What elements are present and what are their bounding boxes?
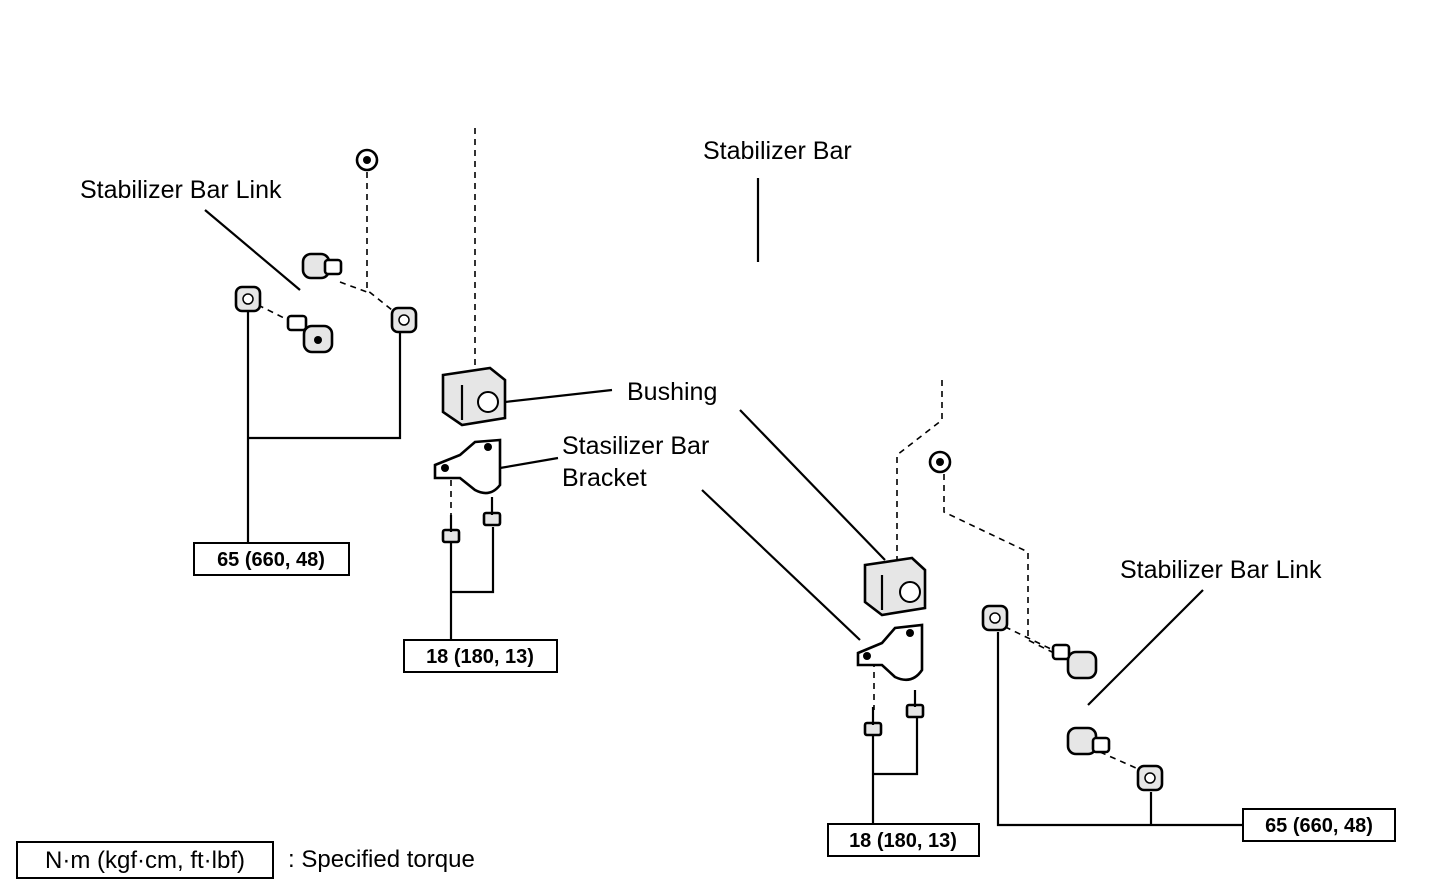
label-bracket-line1: Stasilizer Bar <box>562 432 709 460</box>
label-stabilizer-bar-link-left: Stabilizer Bar Link <box>80 176 282 204</box>
torque-box-link-right: 65 (660, 48) <box>1242 808 1396 842</box>
legend: N·m (kgf·cm, ft·lbf) : Specified torque <box>16 841 475 879</box>
label-stabilizer-bar-link-right: Stabilizer Bar Link <box>1120 556 1322 584</box>
label-stabilizer-bar: Stabilizer Bar <box>703 137 852 165</box>
nut-left-inner <box>390 306 418 334</box>
bolt-bracket-right-2 <box>905 690 925 719</box>
bolt-bracket-right-1 <box>863 707 883 737</box>
torque-value: 65 (660, 48) <box>217 549 325 571</box>
bushing-right <box>863 556 927 617</box>
torque-value: 65 (660, 48) <box>1265 815 1373 837</box>
label-bushing: Bushing <box>627 378 717 406</box>
torque-box-bracket-left: 18 (180, 13) <box>403 639 558 673</box>
torque-box-bracket-right: 18 (180, 13) <box>827 823 980 857</box>
nut-right-outer <box>1136 764 1164 792</box>
label-bracket-line2: Bracket <box>562 464 647 492</box>
torque-value: 18 (180, 13) <box>426 646 534 668</box>
stabilizer-bar-link-right <box>1051 643 1111 756</box>
stabilizer-bar-link-left <box>286 252 343 354</box>
torque-value: 18 (180, 13) <box>849 830 957 852</box>
bolt-bracket-left-1 <box>441 515 461 544</box>
nut-right-inner <box>981 604 1009 632</box>
bushing-left <box>441 366 507 427</box>
stabilizer-bar-bracket-left <box>433 438 502 495</box>
legend-description: : Specified torque <box>288 846 475 873</box>
assembly-dashed-lines <box>247 128 1146 773</box>
torque-box-link-left: 65 (660, 48) <box>193 542 350 576</box>
legend-unit: N·m (kgf·cm, ft·lbf) <box>45 847 245 874</box>
stabilizer-bar-bracket-right <box>856 623 924 682</box>
bolt-bracket-left-2 <box>482 497 502 527</box>
nut-left-outer <box>234 285 262 313</box>
stabilizer-bar <box>355 102 986 474</box>
leader-lines <box>204 178 1243 827</box>
